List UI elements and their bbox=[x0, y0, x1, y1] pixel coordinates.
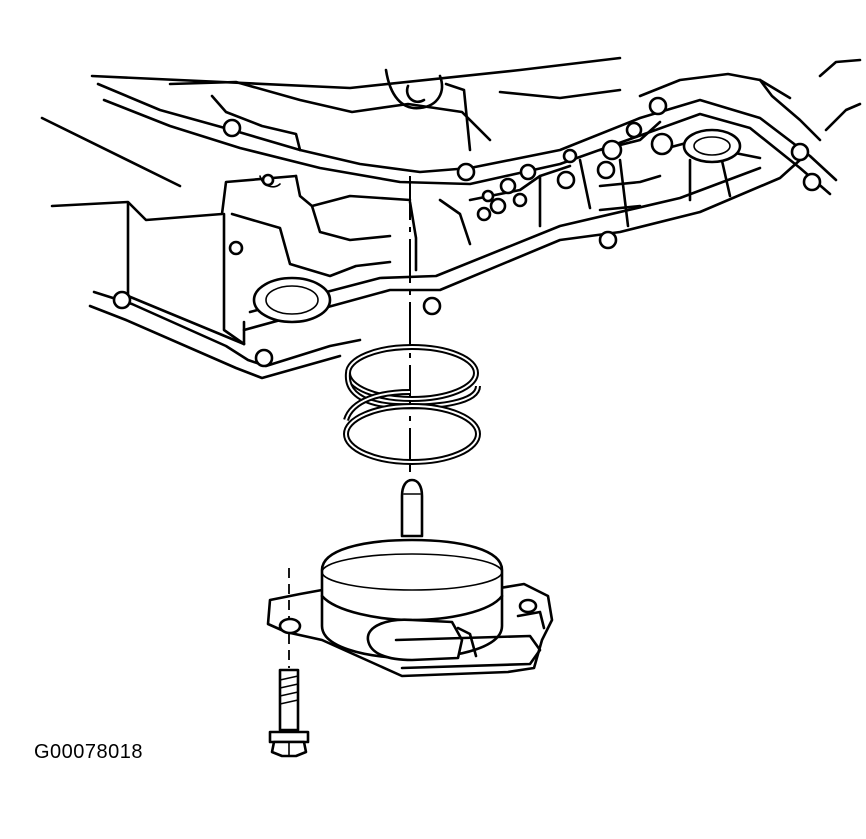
transmission-case bbox=[40, 56, 862, 380]
filter-bolt bbox=[268, 668, 310, 758]
filter-seal-rings bbox=[343, 344, 481, 465]
oil-filter-assembly bbox=[266, 478, 554, 678]
figure-id-label: G00078018 bbox=[34, 741, 144, 763]
